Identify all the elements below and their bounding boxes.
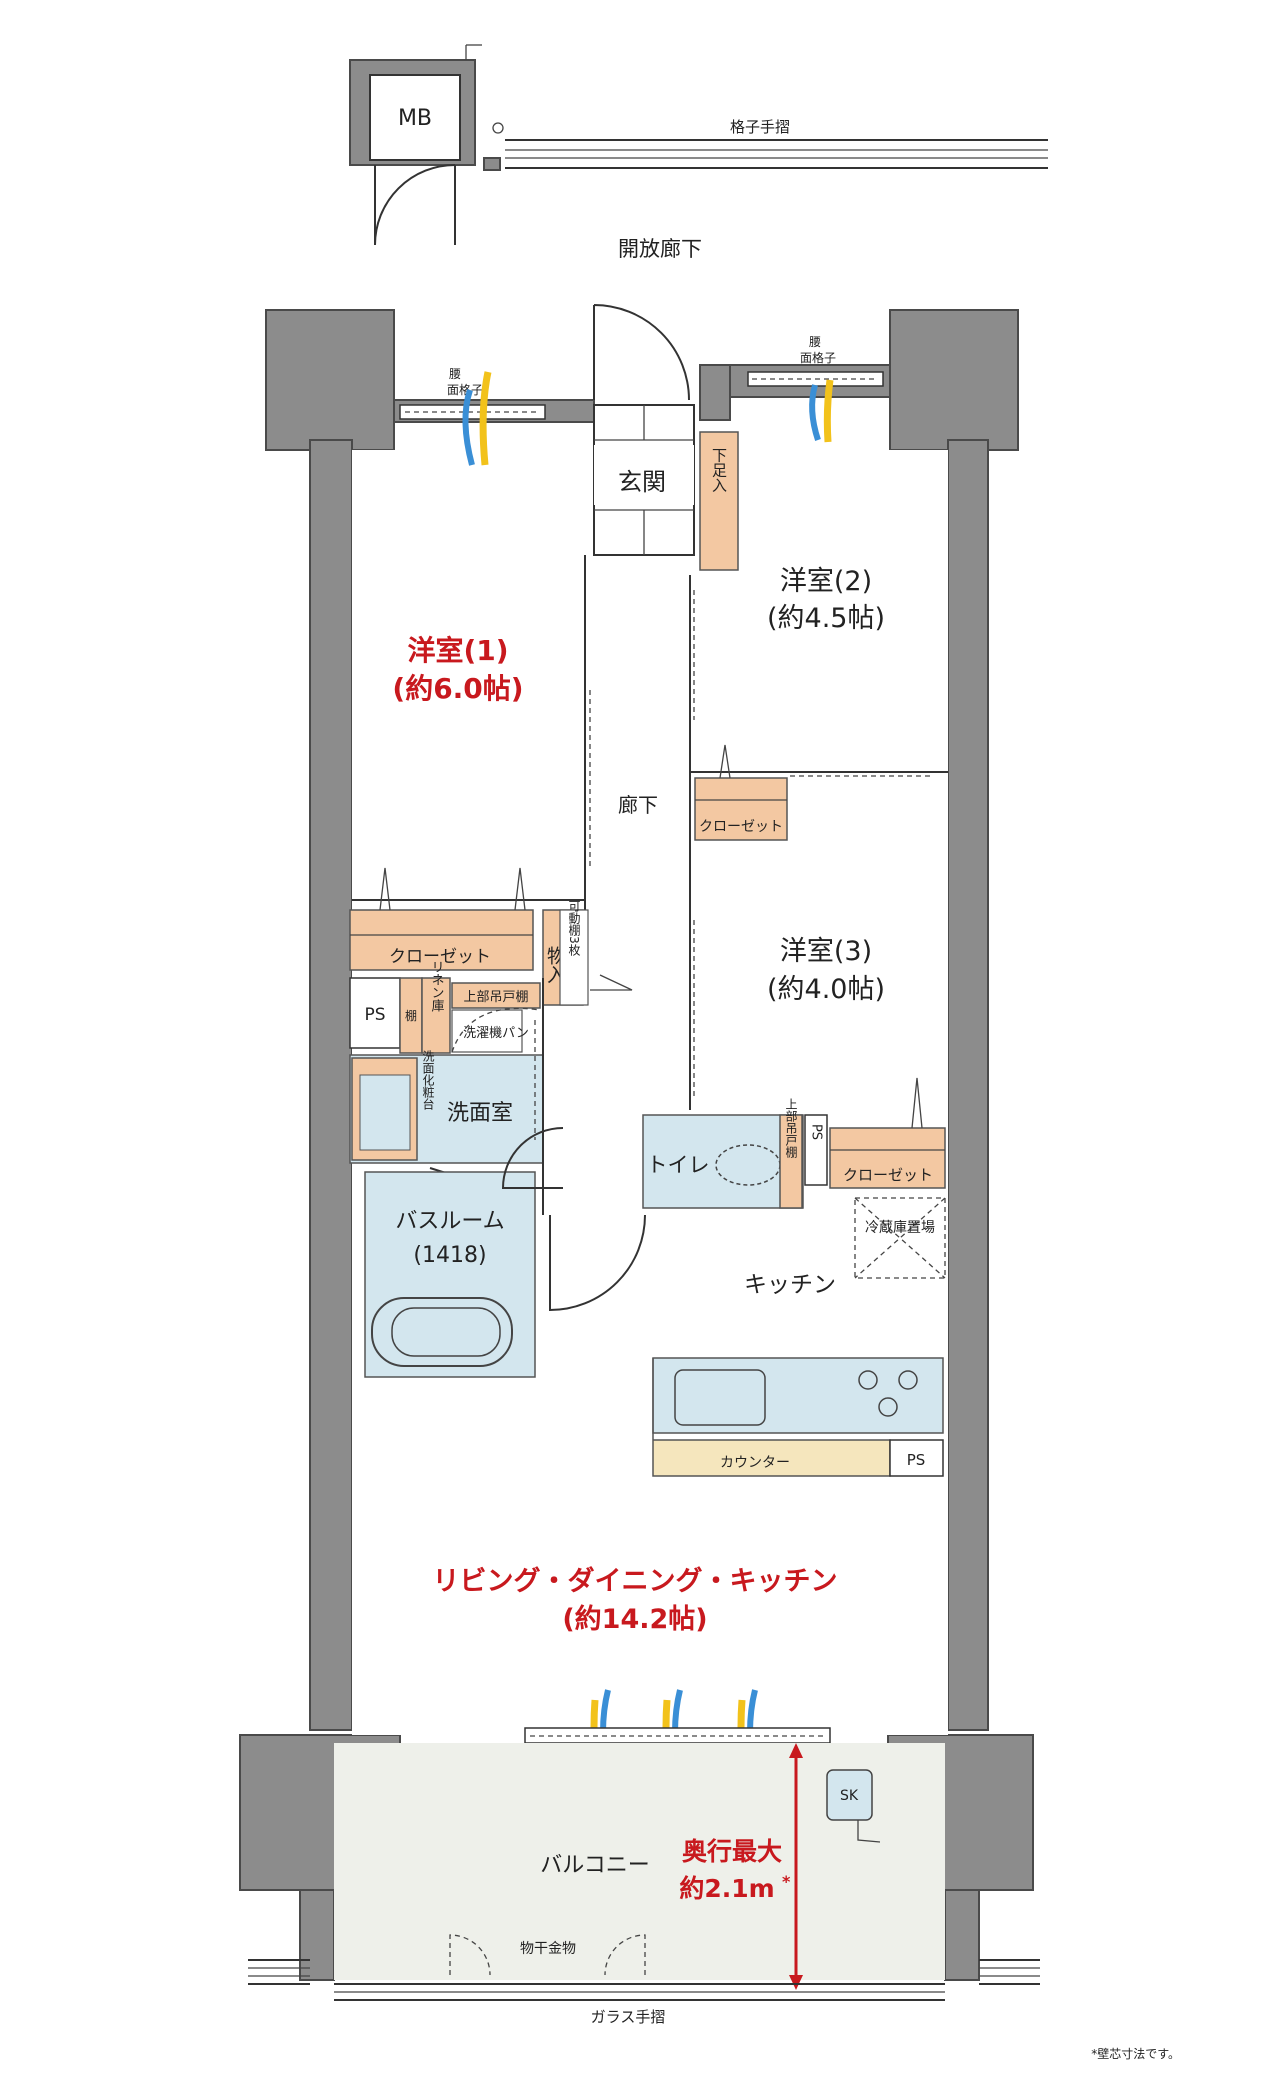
room-3-size: (約4.0帖) [767,974,885,1005]
counter-label: カウンター [720,1455,790,1471]
lattice-handrail-label: 格子手摺 [730,118,790,136]
bathroom-label: バスルーム [395,1209,504,1234]
washer-pan-label: 洗濯機パン [463,1026,529,1041]
kitchen-label: キッチン [744,1272,836,1298]
room-1-name: 洋室(1) [407,634,508,667]
movable-shelf-label: 可動棚3枚 [567,900,581,956]
depth-arrow [789,1743,803,1990]
bathtub [371,1297,513,1367]
window-label-2-top: 腰 [809,335,821,349]
hallway-label: 廊下 [618,793,658,817]
toilet-label: トイレ [647,1153,710,1177]
window-label-2-bottom: 面格子 [800,350,836,365]
drying-label: 物干金物 [520,1941,576,1957]
room-1-size: (約6.0帖) [392,672,523,705]
lattice-handrail [483,122,1048,171]
ps-right [804,1114,828,1186]
entrance-label: 玄関 [618,468,666,496]
bath-size-label: (1418) [413,1243,486,1268]
closet-room-3 [829,1127,946,1189]
sk-label: SK [840,1788,859,1804]
toilet-upper-shelf-label: 上部吊戸棚 [784,1098,798,1159]
top-windows [399,371,884,420]
closet-room-3-label: クローゼット [843,1166,933,1184]
ventilation-arrows-top [462,371,834,466]
ldk-name: リビング・ダイニング・キッチン [433,1565,838,1597]
washroom-label: 洗面室 [447,1101,513,1126]
balcony-label: バルコニー [540,1853,650,1878]
room-1 [352,555,591,910]
meter-box [349,44,482,246]
room-2-size: (約4.5帖) [767,603,885,634]
sink [674,1369,766,1426]
ps-left-label: PS [364,1005,385,1025]
depth-value: 約2.1m [679,1874,774,1903]
fridge-label-1: 冷蔵庫置場 [865,1219,935,1236]
upper-cabinet [451,982,541,1009]
closet-room-2-label: クローゼット [699,819,783,835]
linen-storage [421,977,451,1054]
footnote: *壁芯寸法です。 [1091,2046,1180,2061]
entrance-area [593,304,695,556]
glass-handrail [248,1959,1040,2001]
toilet-room [642,1114,804,1209]
window-label-1-bottom: 面格子 [447,382,483,397]
depth-title: 奥行最大 [682,1837,782,1866]
shoe-box-label: 下足入 [710,448,728,493]
window-label-1-top: 腰 [449,367,461,381]
mb-label: MB [398,106,432,131]
ps-kitchen [889,1439,944,1477]
stove-burners [858,1370,918,1417]
glass-handrail-label: ガラス手摺 [591,2008,666,2026]
ps-left [349,977,401,1049]
upper-cabinet-label: 上部吊戸棚 [463,990,528,1005]
fridge-space [854,1197,946,1279]
room-3-name: 洋室(3) [780,936,872,967]
closet-room-1-label: クローゼット [389,947,491,967]
linen-label: リネン庫 [429,960,445,1012]
ps-kitchen-label: PS [907,1451,926,1469]
shelf-label: 棚 [405,1008,417,1023]
depth-asterisk: * [782,1872,791,1891]
open-corridor-label: 開放廊下 [618,237,702,261]
toilet-upper-shelf [779,1114,803,1209]
ldk-size: (約14.2帖) [562,1603,707,1635]
washer-pan [451,1009,523,1053]
closet-room-1 [349,909,534,971]
vanity-label: 洗面化粧台 [421,1050,435,1110]
shoe-box [699,431,739,571]
closet-room-2 [694,777,788,841]
ps-right-label: PS [809,1124,824,1140]
slop-sink [826,1769,873,1821]
room-2-name: 洋室(2) [780,566,872,597]
